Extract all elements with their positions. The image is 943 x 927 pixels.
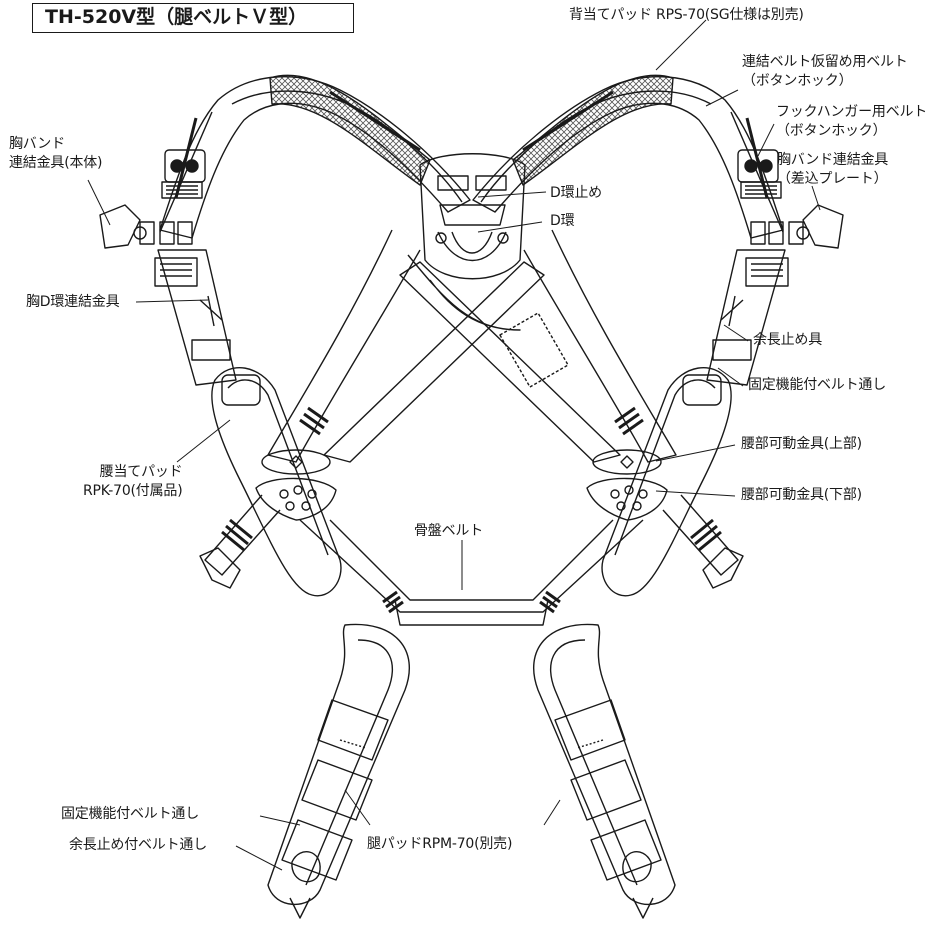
d-ring-plate — [419, 153, 526, 280]
shoulder-buckle-right — [737, 149, 782, 199]
shoulder-pad-left — [159, 74, 471, 239]
shoulder-pad-right — [472, 74, 784, 239]
label-excess-belt-loop: 余長止め付ベルト通し — [69, 837, 207, 853]
label-fixed-belt-loop-upper: 固定機能付ベルト通し — [748, 377, 886, 393]
hip-strap-left — [199, 494, 281, 589]
back-strap-x — [267, 229, 677, 463]
label-hook-hanger-belt: フックハンガー用ベルト（ボタンホック） — [776, 104, 928, 139]
pelvis-belt — [299, 519, 644, 626]
hip-strap-right — [662, 494, 744, 589]
chest-band-connector-right — [750, 204, 844, 249]
thigh-pad-right — [533, 623, 676, 919]
label-fixed-belt-loop-lower: 固定機能付ベルト通し — [61, 806, 199, 822]
label-waist-fitting-upper: 腰部可動金具(上部) — [741, 436, 862, 452]
chest-strap-right — [706, 249, 789, 386]
waist-fitting-left — [255, 449, 337, 521]
label-waist-fitting-lower: 腰部可動金具(下部) — [741, 487, 862, 503]
leader-lines — [87, 19, 821, 871]
diagram-title: TH-520V型（腿ベルトＶ型） — [32, 3, 354, 33]
waist-fitting-right — [586, 449, 668, 521]
label-d-ring: D環 — [550, 213, 575, 229]
chest-strap-left — [154, 249, 237, 386]
label-connect-belt: 連結ベルト仮留め用ベルト（ボタンホック） — [742, 54, 908, 89]
label-back-pad: 背当てパッド RPS-70(SG仕様は別売) — [569, 7, 804, 23]
label-pelvis-belt: 骨盤ベルト — [414, 523, 483, 539]
label-thigh-pad: 腿パッドRPM-70(別売) — [367, 836, 513, 852]
waist-pad-left — [211, 366, 342, 597]
shoulder-buckle-left — [161, 149, 206, 199]
thigh-pad-left — [267, 623, 410, 919]
label-chest-d-ring: 胸D環連結金具 — [26, 294, 120, 310]
label-chest-band-body: 胸バンド連結金具(本体) — [9, 136, 103, 171]
waist-pad-right — [601, 366, 732, 597]
chest-band-connector-left — [99, 204, 193, 249]
label-chest-band-plate: 胸バンド連結金具（差込プレート） — [777, 152, 889, 187]
label-excess-stopper: 余長止め具 — [753, 332, 822, 348]
label-d-ring-stop: D環止め — [550, 185, 602, 201]
